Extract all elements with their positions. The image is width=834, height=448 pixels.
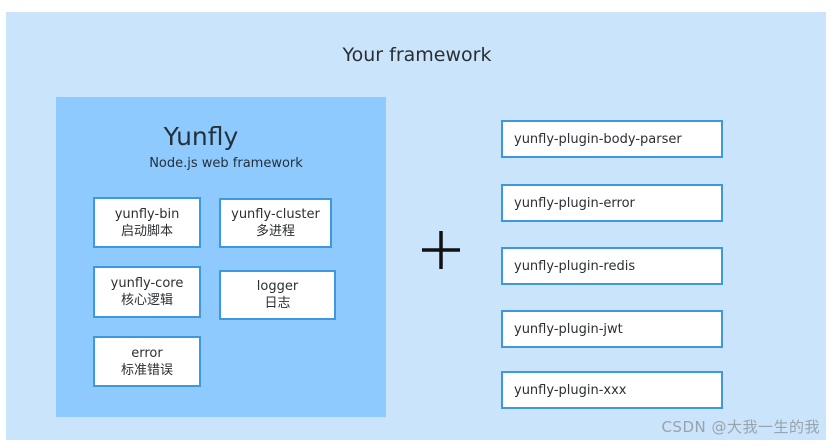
csdn-watermark: CSDN @大我一生的我 [661,418,820,436]
module-desc: 启动脚本 [120,223,173,239]
core-subtitle: Node.js web framework [149,156,303,171]
module-desc: 多进程 [255,224,295,239]
diagram-title: Your framework [342,44,492,66]
module-desc: 日志 [264,296,291,311]
module-yunfly-bin: yunfly-bin 启动脚本 [93,197,201,248]
module-logger: logger 日志 [219,270,336,320]
module-name: yunfly-core [110,276,184,291]
plugin-redis: yunfly-plugin-redis [501,247,723,285]
module-desc: 标准错误 [120,362,173,378]
plugin-error: yunfly-plugin-error [501,184,723,222]
module-yunfly-cluster: yunfly-cluster 多进程 [219,198,332,248]
module-name: error [131,345,163,361]
module-yunfly-core: yunfly-core 核心逻辑 [93,266,201,318]
module-error: error 标准错误 [93,336,201,387]
plugin-xxx: yunfly-plugin-xxx [501,371,723,409]
module-name: yunfly-bin [114,206,180,222]
module-desc: 核心逻辑 [120,293,173,308]
module-name: logger [256,279,299,294]
module-name: yunfly-cluster [231,207,320,222]
plus-icon [422,231,460,269]
core-title: Yunfly [163,122,239,151]
plugin-body-parser: yunfly-plugin-body-parser [501,120,723,158]
plugin-jwt: yunfly-plugin-jwt [501,310,723,348]
